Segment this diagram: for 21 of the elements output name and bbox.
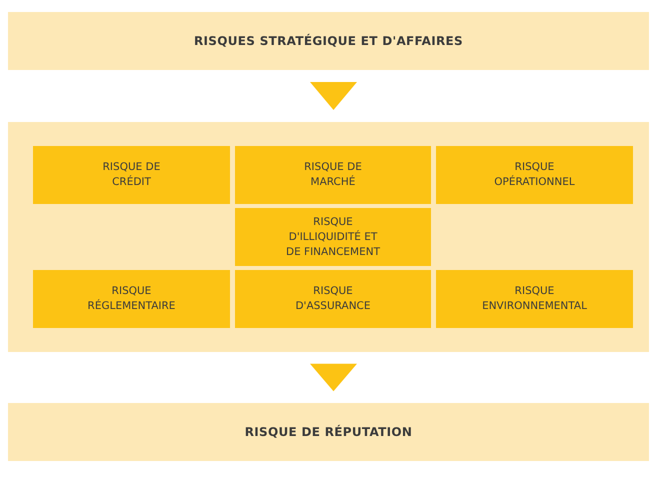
risk-box [33, 146, 230, 204]
arrow [310, 82, 357, 110]
arrow [310, 364, 357, 392]
risk-label: RISQUE D'ASSURANCE [294, 284, 372, 314]
risk-label: RISQUE DE CRÉDIT [102, 160, 160, 190]
risk-band [8, 12, 649, 70]
risk-band [8, 403, 649, 461]
risk-box [436, 270, 633, 328]
risk-box [436, 146, 633, 204]
risk-label: RISQUE RÉGLEMENTAIRE [86, 284, 176, 314]
risk-label: RISQUE OPÉRATIONNEL [493, 160, 576, 190]
risk-label: RISQUES STRATÉGIQUE ET D'AFFAIRES [194, 34, 463, 48]
risk-label: RISQUE ENVIRONNEMENTAL [481, 284, 588, 314]
risk-label: RISQUE D'ILLIQUIDITÉ ET DE FINANCEMENT [284, 214, 381, 260]
risk-box [235, 146, 431, 204]
risk-label: RISQUE DE MARCHÉ [304, 160, 362, 190]
risk-group-panel [8, 122, 649, 352]
risk-box [235, 270, 431, 328]
risk-box [33, 270, 230, 328]
risk-label: RISQUE DE RÉPUTATION [244, 425, 412, 439]
risk-box [235, 208, 431, 266]
